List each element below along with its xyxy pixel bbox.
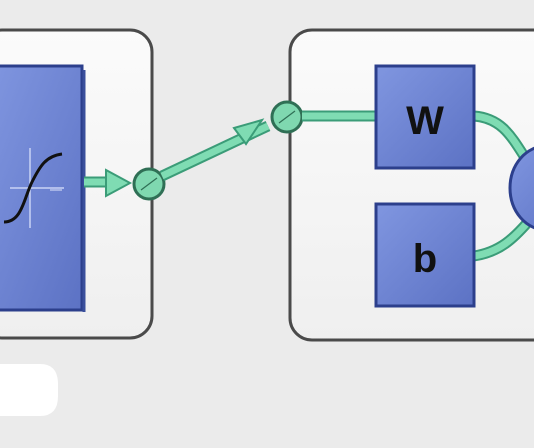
sigmoid-curve-icon	[3, 148, 64, 228]
arrowhead-icon	[105, 168, 133, 198]
weight-label: W	[406, 99, 444, 143]
white-patch	[0, 364, 58, 416]
arrowhead-icon	[232, 118, 265, 146]
summation-node	[508, 146, 534, 230]
transfer-function-block	[0, 64, 86, 312]
weight-block: W	[374, 64, 476, 170]
bias-label: b	[413, 237, 437, 281]
bias-block: b	[374, 202, 476, 308]
